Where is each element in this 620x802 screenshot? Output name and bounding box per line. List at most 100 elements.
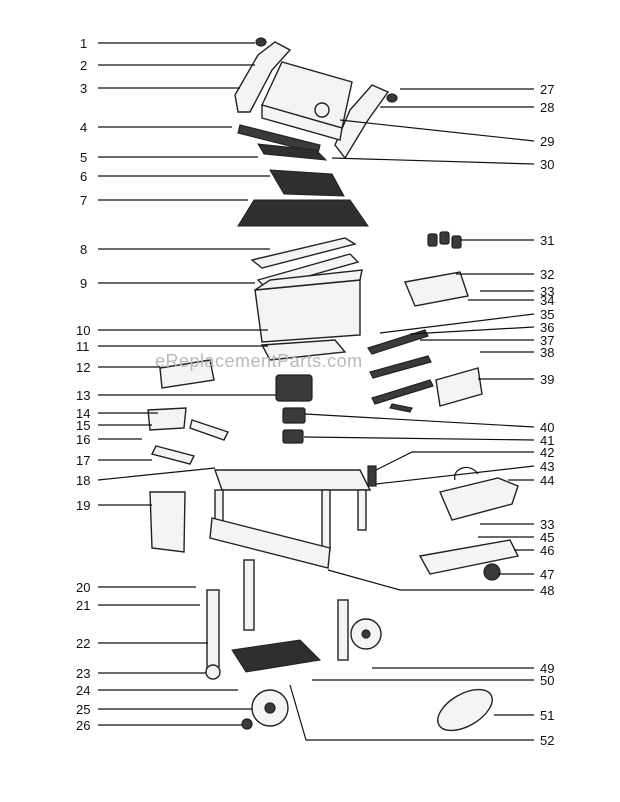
part-control-knob-3 xyxy=(451,235,462,249)
callout-number: 16 xyxy=(76,432,90,447)
callout-number: 44 xyxy=(540,473,554,488)
callout-number: 34 xyxy=(540,293,554,308)
callout-number: 33 xyxy=(540,284,554,299)
part-wheel-right-hub xyxy=(361,629,371,639)
leader-lines-left xyxy=(97,42,276,726)
callout-number: 21 xyxy=(76,598,90,613)
part-hose-regulator xyxy=(437,688,493,732)
leader-48 xyxy=(327,569,534,591)
callout-number: 24 xyxy=(76,683,90,698)
callout-number: 41 xyxy=(540,433,554,448)
part-igniter-screw xyxy=(389,403,413,413)
part-frame-leg-right xyxy=(357,489,367,531)
callout-number: 23 xyxy=(76,666,90,681)
leader-42 xyxy=(375,451,534,471)
part-tank-scale xyxy=(483,563,501,581)
part-lid-endcap-left xyxy=(234,41,292,113)
callout-number: 30 xyxy=(540,157,554,172)
part-control-knob-2 xyxy=(439,231,450,245)
callout-number: 27 xyxy=(540,82,554,97)
leader-18 xyxy=(97,467,216,481)
leader-lines-right xyxy=(289,88,535,741)
part-wheel-hub xyxy=(264,702,276,714)
leader-41 xyxy=(303,436,535,441)
leader-40 xyxy=(304,413,535,428)
callout-number: 52 xyxy=(540,733,554,748)
part-manifold xyxy=(435,367,483,407)
part-control-box xyxy=(439,477,519,521)
part-frame-bracket xyxy=(147,407,187,431)
callout-number: 11 xyxy=(76,339,90,354)
callout-number: 31 xyxy=(540,233,554,248)
callout-number: 39 xyxy=(540,372,554,387)
callout-number: 1 xyxy=(80,36,87,51)
part-drip-pan xyxy=(282,407,306,424)
part-frame-tube-2 xyxy=(150,445,196,465)
part-burner-3 xyxy=(371,379,434,405)
part-tank-holder xyxy=(418,539,520,575)
part-catch-pan-holder xyxy=(275,374,313,402)
callout-number: 42 xyxy=(540,445,554,460)
part-cart-leg-mid xyxy=(243,559,255,631)
part-drip-pan-liner xyxy=(282,429,304,444)
callout-number: 22 xyxy=(76,636,90,651)
callout-number: 6 xyxy=(80,169,87,184)
part-burner-2 xyxy=(369,355,432,379)
callout-number: 12 xyxy=(76,360,90,375)
part-knob-right xyxy=(386,93,398,103)
callout-number: 25 xyxy=(76,702,90,717)
part-cookbox-top xyxy=(254,269,363,291)
callout-number: 13 xyxy=(76,388,90,403)
leader-52 xyxy=(289,684,534,741)
leader-43 xyxy=(375,465,535,485)
callout-number: 20 xyxy=(76,580,90,595)
callout-number: 7 xyxy=(80,193,87,208)
callout-number: 49 xyxy=(540,661,554,676)
part-cart-leg-left xyxy=(206,589,220,671)
callout-number: 33 xyxy=(540,517,554,532)
part-control-wire xyxy=(454,466,479,481)
part-control-knob-1 xyxy=(427,233,438,247)
callout-number: 15 xyxy=(76,418,90,433)
part-lid-front xyxy=(261,104,343,141)
callout-number: 8 xyxy=(80,242,87,257)
callout-numbers-right: 27 28 29 30 31 32 33 34 35 36 37 38 39 4… xyxy=(540,82,554,748)
callout-number: 35 xyxy=(540,307,554,322)
callout-number: 26 xyxy=(76,718,90,733)
leader-29 xyxy=(339,119,535,142)
callout-number: 37 xyxy=(540,333,554,348)
callout-number: 28 xyxy=(540,100,554,115)
callout-number: 29 xyxy=(540,134,554,149)
callout-number: 19 xyxy=(76,498,90,513)
part-knob-left xyxy=(255,37,267,47)
part-side-panel xyxy=(149,491,186,553)
part-bottom-shelf xyxy=(231,639,322,673)
part-front-panel xyxy=(209,517,331,569)
callout-numbers-left: 1 2 3 4 5 6 7 8 9 10 11 12 13 14 15 16 1… xyxy=(76,36,90,733)
part-cart-leg-right xyxy=(337,599,349,661)
callout-number: 32 xyxy=(540,267,554,282)
callout-number: 17 xyxy=(76,453,90,468)
callout-number: 10 xyxy=(76,323,90,338)
part-side-table xyxy=(159,359,215,389)
part-caster xyxy=(205,664,221,680)
callout-number: 50 xyxy=(540,673,554,688)
leader-35 xyxy=(379,313,535,334)
callout-number: 4 xyxy=(80,120,87,135)
callout-number: 47 xyxy=(540,567,554,582)
callout-number: 48 xyxy=(540,583,554,598)
part-wheel-cap xyxy=(241,718,253,730)
callout-number: 5 xyxy=(80,150,87,165)
part-thermometer xyxy=(314,102,330,118)
callout-number: 51 xyxy=(540,708,554,723)
callout-number: 3 xyxy=(80,81,87,96)
callout-number: 18 xyxy=(76,473,90,488)
callout-number: 14 xyxy=(76,406,90,421)
part-cookbox xyxy=(254,279,361,343)
part-bottom-tray xyxy=(260,339,347,361)
callout-number: 2 xyxy=(80,58,87,73)
leader-36 xyxy=(409,326,535,335)
callout-number: 38 xyxy=(540,345,554,360)
